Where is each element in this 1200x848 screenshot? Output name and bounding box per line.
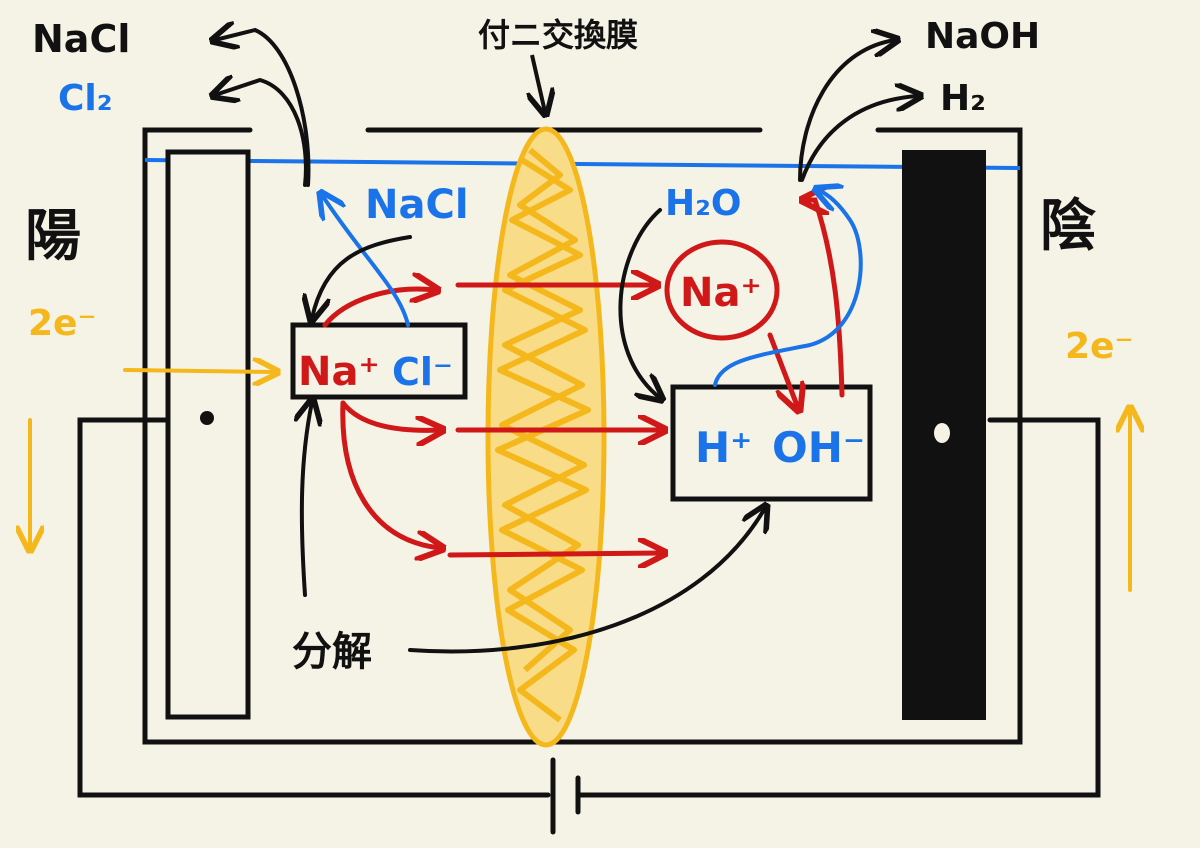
top-left-product-label: NaCl bbox=[32, 17, 130, 61]
top-right-gas-label: H₂ bbox=[940, 78, 986, 119]
right-box-anion: OH⁻ bbox=[772, 423, 865, 472]
na-circle bbox=[664, 239, 780, 341]
anode-label: 陽 bbox=[25, 204, 81, 269]
flow-arrows bbox=[215, 30, 918, 654]
right-box-cation: H⁺ bbox=[695, 423, 752, 472]
membrane-pointer-arrow bbox=[532, 54, 545, 112]
cathode-dot bbox=[934, 423, 950, 443]
liquid-surface-line bbox=[144, 158, 1021, 170]
battery-symbol bbox=[550, 757, 581, 835]
right-water-label: H₂O bbox=[665, 183, 742, 224]
top-right-product-label: NaOH bbox=[925, 16, 1040, 57]
external-circuit bbox=[77, 417, 1101, 798]
ion-exchange-membrane bbox=[485, 126, 607, 748]
left-ion-box bbox=[290, 322, 468, 400]
anode-electrode bbox=[165, 149, 251, 720]
left-electrons-label: 2e⁻ bbox=[28, 303, 96, 344]
left-nacl-label: NaCl bbox=[365, 182, 469, 228]
right-electrons-label: 2e⁻ bbox=[1065, 326, 1133, 367]
electron-flow-arrows bbox=[30, 370, 1130, 592]
right-na-label: Na⁺ bbox=[680, 270, 762, 316]
dissociation-label: 分解 bbox=[292, 629, 372, 675]
anode-dot bbox=[200, 411, 214, 425]
gas-evolution-arrows bbox=[322, 190, 863, 387]
left-box-cation: Na⁺ bbox=[298, 349, 380, 395]
electrolysis-tank bbox=[142, 127, 1023, 745]
na-transport-arrows bbox=[322, 200, 845, 555]
top-left-gas-label: Cl₂ bbox=[58, 78, 113, 119]
left-box-anion: Cl⁻ bbox=[392, 350, 453, 394]
membrane-label: 付ニ交換膜 bbox=[478, 16, 638, 54]
cathode-label: 陰 bbox=[1040, 194, 1096, 259]
right-ion-box bbox=[670, 384, 873, 502]
